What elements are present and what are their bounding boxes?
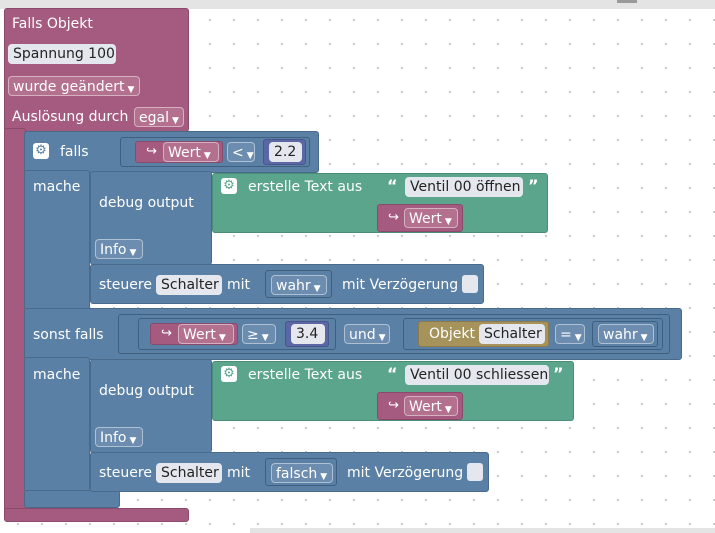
- control-target-field[interactable]: Schalter: [156, 275, 222, 295]
- return-icon: ↪: [388, 398, 399, 413]
- control-value: wahr: [276, 278, 311, 294]
- chevron-down-icon: ▼: [378, 333, 386, 343]
- trigger-by-dropdown[interactable]: egal▼: [134, 107, 184, 127]
- variable-name: Wert: [409, 399, 442, 415]
- control-target-field[interactable]: Schalter: [156, 463, 222, 483]
- object-label: Objekt: [429, 326, 476, 342]
- debug-output-label: debug output: [99, 195, 194, 211]
- number-field-1[interactable]: 2.2: [269, 142, 302, 162]
- elseif-label: sonst falls: [33, 327, 104, 343]
- operator-dropdown-2[interactable]: ≥▼: [242, 324, 276, 344]
- number-field-2[interactable]: 3.4: [291, 324, 325, 344]
- gear-icon[interactable]: ⚙: [221, 366, 237, 382]
- do2-label: mache: [33, 367, 81, 383]
- event-trigger-label: wurde geändert: [13, 79, 125, 95]
- quote-open-icon: “: [387, 364, 398, 383]
- quote-close-icon: ”: [528, 176, 539, 195]
- horizontal-scrollbar[interactable]: [250, 528, 715, 533]
- top-toolbar-strip: [0, 0, 715, 9]
- with-label: mit: [227, 465, 251, 481]
- text-field-1[interactable]: Ventil 00 öffnen: [405, 177, 523, 197]
- quote-close-icon: ”: [553, 364, 564, 383]
- chevron-down-icon: ▼: [129, 436, 137, 446]
- gear-icon[interactable]: ⚙: [33, 143, 49, 159]
- chevron-down-icon: ▼: [203, 151, 211, 161]
- control-value-dropdown-1[interactable]: wahr▼: [271, 275, 327, 295]
- variable-dropdown-wert-3[interactable]: Wert▼: [404, 208, 458, 228]
- operator-symbol: ≥: [247, 327, 259, 343]
- if-block-bottom: [24, 490, 120, 508]
- object-value-field[interactable]: Schalter: [479, 324, 545, 344]
- elseif-block-body: [24, 357, 90, 492]
- return-icon: ↪: [388, 210, 399, 225]
- chevron-down-icon: ▼: [127, 85, 135, 95]
- if-label: falls: [60, 144, 89, 160]
- delay-checkbox-1[interactable]: [462, 275, 478, 293]
- chevron-down-icon: ▼: [261, 333, 269, 343]
- event-block-left-bar: [4, 128, 26, 518]
- chevron-down-icon: ▼: [171, 116, 179, 126]
- variable-dropdown-wert-4[interactable]: Wert▼: [404, 396, 458, 416]
- chevron-down-icon: ▼: [218, 333, 226, 343]
- variable-name: Wert: [168, 145, 201, 161]
- chevron-down-icon: ▼: [444, 405, 452, 415]
- chevron-down-icon: ▼: [640, 333, 648, 343]
- chevron-down-icon: ▼: [574, 333, 582, 343]
- variable-dropdown-wert-1[interactable]: Wert▼: [163, 142, 219, 162]
- do-label: mache: [33, 179, 81, 195]
- event-block-bottom: [4, 508, 189, 522]
- boolean-value: wahr: [603, 327, 638, 343]
- log-level-dropdown-1[interactable]: Info▼: [95, 239, 143, 259]
- control-label: steuere: [99, 277, 152, 293]
- with-label: mit: [227, 277, 251, 293]
- toolbar-icon[interactable]: [617, 0, 637, 3]
- delay-label: mit Verzögerung: [342, 277, 459, 293]
- chevron-down-icon: ▼: [246, 151, 254, 161]
- control-value-dropdown-2[interactable]: falsch▼: [271, 463, 333, 483]
- trigger-by-label: Auslösung durch: [12, 109, 129, 125]
- event-object-field[interactable]: Spannung 100: [8, 44, 116, 64]
- chevron-down-icon: ▼: [313, 284, 321, 294]
- return-icon: ↪: [161, 326, 172, 341]
- variable-dropdown-wert-2[interactable]: Wert▼: [178, 324, 234, 344]
- debug-output-label: debug output: [99, 383, 194, 399]
- trigger-by-value: egal: [139, 110, 169, 126]
- log-level-value: Info: [100, 242, 127, 258]
- log-level-value: Info: [100, 430, 127, 446]
- variable-name: Wert: [183, 327, 216, 343]
- event-trigger-dropdown[interactable]: wurde geändert▼: [8, 76, 140, 96]
- chevron-down-icon: ▼: [320, 472, 328, 482]
- text-field-2[interactable]: Ventil 00 schliessen: [405, 365, 549, 385]
- logic-joiner-dropdown[interactable]: und▼: [344, 324, 390, 344]
- text-join-label: erstelle Text aus: [248, 179, 363, 195]
- boolean-dropdown[interactable]: wahr▼: [598, 324, 654, 344]
- delay-checkbox-2[interactable]: [467, 463, 483, 481]
- variable-name: Wert: [409, 211, 442, 227]
- chevron-down-icon: ▼: [444, 217, 452, 227]
- delay-label: mit Verzögerung: [347, 465, 464, 481]
- if-block-body: [24, 170, 90, 310]
- control-value: falsch: [276, 466, 318, 482]
- joiner-label: und: [349, 327, 376, 343]
- control-label: steuere: [99, 465, 152, 481]
- return-icon: ↪: [146, 144, 157, 159]
- chevron-down-icon: ▼: [129, 248, 137, 258]
- operator-symbol: =: [560, 327, 572, 343]
- quote-open-icon: “: [387, 176, 398, 195]
- operator-dropdown-1[interactable]: <▼: [227, 142, 255, 162]
- gear-icon[interactable]: ⚙: [221, 178, 237, 194]
- log-level-dropdown-2[interactable]: Info▼: [95, 427, 143, 447]
- event-title: Falls Objekt: [12, 16, 93, 32]
- text-join-label: erstelle Text aus: [248, 367, 363, 383]
- operator-symbol: <: [232, 145, 244, 161]
- compare-operator-dropdown[interactable]: =▼: [555, 324, 585, 344]
